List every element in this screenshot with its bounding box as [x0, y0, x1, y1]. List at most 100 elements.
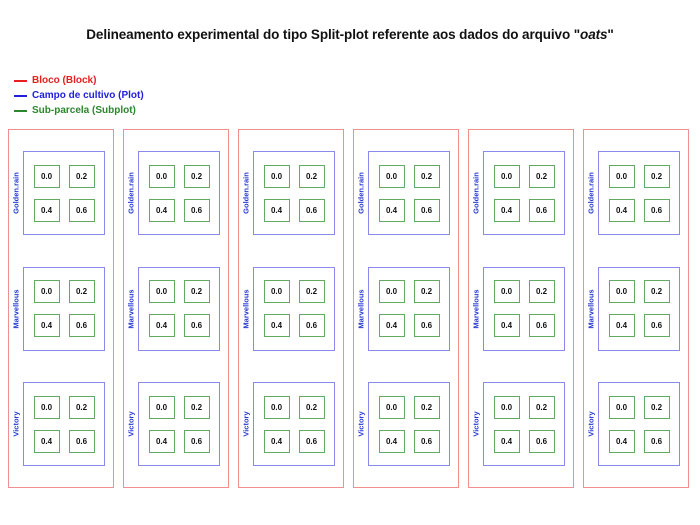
legend-item-block: Bloco (Block) — [14, 73, 144, 88]
subplot-cell: 0.2 — [68, 395, 95, 419]
plot-box: 0.0 0.2 0.4 0.6 — [368, 382, 450, 466]
subplot-cell: 0.6 — [413, 314, 440, 337]
title-text-after: " — [607, 27, 614, 42]
subplot-cell: 0.4 — [493, 314, 520, 337]
plot-label-strip: Marvellous — [354, 267, 368, 351]
plot-label: Golden.rain — [241, 172, 251, 214]
plot-label-strip: Golden.rain — [469, 151, 483, 235]
plot-box: 0.0 0.2 0.4 0.6 — [368, 151, 450, 235]
plot-label-strip: Golden.rain — [354, 151, 368, 235]
subplot-cell: 0.2 — [183, 395, 210, 419]
subplot-cell: 0.0 — [263, 395, 290, 419]
subplot-cell: 0.0 — [493, 280, 520, 303]
subplot-cell: 0.2 — [643, 164, 670, 188]
subplot-cell: 0.4 — [378, 198, 405, 222]
subplot-cell: 0.2 — [298, 395, 325, 419]
subplot-cell: 0.0 — [608, 280, 635, 303]
subplot-cell: 0.4 — [263, 429, 290, 453]
subplot-cell: 0.4 — [608, 198, 635, 222]
subplot-cell: 0.0 — [608, 395, 635, 419]
legend-line-swatch — [14, 109, 27, 112]
subplot-cell: 0.0 — [148, 395, 175, 419]
subplot-cell: 0.4 — [263, 314, 290, 337]
plot-label-strip: Golden.rain — [239, 151, 253, 235]
plot-label-strip: Marvellous — [469, 267, 483, 351]
subplot-cell: 0.0 — [33, 280, 60, 303]
subplot-cell: 0.4 — [33, 314, 60, 337]
subplot-cell: 0.4 — [493, 429, 520, 453]
subplot-cell: 0.6 — [528, 314, 555, 337]
legend-item-subplot: Sub-parcela (Subplot) — [14, 103, 144, 118]
subplot-cell: 0.6 — [413, 198, 440, 222]
plot-label-strip: Marvellous — [584, 267, 598, 351]
plot-label: Victory — [356, 411, 366, 437]
subplot-cell: 0.0 — [378, 395, 405, 419]
legend-label: Bloco (Block) — [32, 75, 97, 86]
plot-label-strip: Golden.rain — [9, 151, 23, 235]
subplot-cell: 0.0 — [378, 164, 405, 188]
subplot-cell: 0.2 — [643, 280, 670, 303]
subplot-cell: 0.2 — [413, 164, 440, 188]
plot-label: Golden.rain — [11, 172, 21, 214]
plot-label: Golden.rain — [471, 172, 481, 214]
subplot-cell: 0.0 — [263, 164, 290, 188]
subplot-cell: 0.6 — [643, 198, 670, 222]
plot-label: Marvellous — [586, 288, 596, 329]
plot-victory: Victory 0.0 0.2 0.4 0.6 — [354, 382, 458, 466]
subplot-cell: 0.6 — [528, 429, 555, 453]
subplot-cell: 0.6 — [68, 314, 95, 337]
subplot-cell: 0.4 — [33, 429, 60, 453]
subplot-cell: 0.6 — [643, 429, 670, 453]
legend-label: Sub-parcela (Subplot) — [32, 105, 136, 116]
plot-label-strip: Victory — [584, 382, 598, 466]
subplot-cell: 0.4 — [378, 429, 405, 453]
subplot-cell: 0.4 — [148, 198, 175, 222]
subplot-cell: 0.4 — [148, 429, 175, 453]
plot-label: Marvellous — [241, 288, 251, 329]
subplot-cell: 0.6 — [183, 198, 210, 222]
title-emphasized-word: oats — [580, 27, 608, 42]
subplot-cell: 0.2 — [298, 280, 325, 303]
plot-label: Golden.rain — [126, 172, 136, 214]
subplot-cell: 0.2 — [68, 164, 95, 188]
subplot-cell: 0.6 — [183, 314, 210, 337]
subplot-cell: 0.6 — [413, 429, 440, 453]
subplot-cell: 0.0 — [493, 395, 520, 419]
plot-label-strip: Marvellous — [9, 267, 23, 351]
subplot-cell: 0.2 — [413, 395, 440, 419]
legend: Bloco (Block) Campo de cultivo (Plot) Su… — [14, 73, 144, 118]
plot-label-strip: Marvellous — [239, 267, 253, 351]
subplot-cell: 0.2 — [413, 280, 440, 303]
plot-label: Victory — [126, 411, 136, 437]
plot-label: Marvellous — [11, 288, 21, 329]
subplot-cell: 0.0 — [493, 164, 520, 188]
subplot-cell: 0.0 — [148, 164, 175, 188]
legend-label: Campo de cultivo (Plot) — [32, 90, 144, 101]
plot-label-strip: Marvellous — [124, 267, 138, 351]
plot-label: Victory — [11, 411, 21, 437]
legend-item-plot: Campo de cultivo (Plot) — [14, 88, 144, 103]
plot-label: Marvellous — [356, 288, 366, 329]
plot-label: Victory — [241, 411, 251, 437]
